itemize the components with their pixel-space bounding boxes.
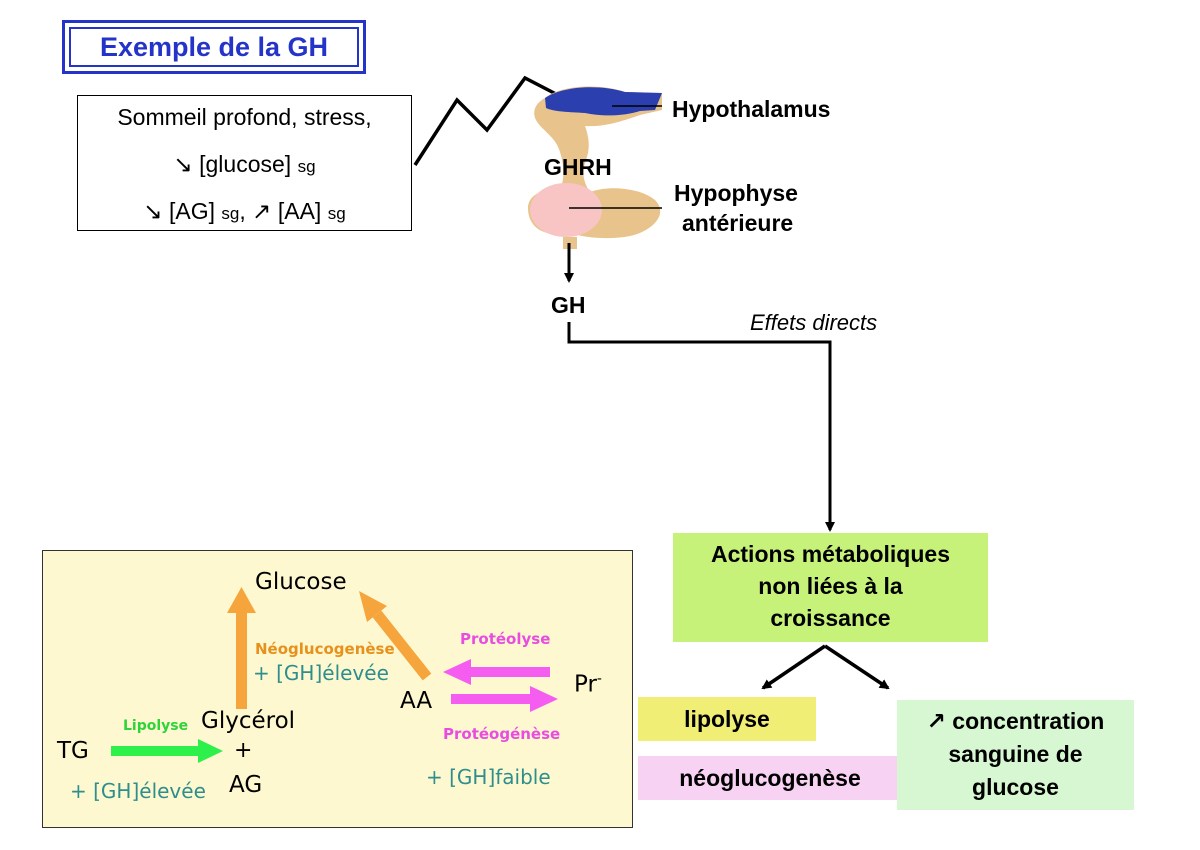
zigzag-signal-arrow — [413, 75, 585, 166]
pathway-arrows — [111, 587, 558, 763]
anterieure-label: antérieure — [682, 210, 794, 236]
aa-to-glucose-arrow — [359, 591, 432, 681]
hypophyse-label: Hypophyse — [674, 180, 798, 206]
gh-faible-label: + [GH]faible — [426, 765, 551, 789]
lipolyse-path-label: Lipolyse — [123, 718, 189, 734]
concentration-line-2: sanguine de — [948, 741, 1083, 767]
glycerol-label: Glycérol — [201, 708, 296, 734]
glycerol-to-glucose-arrow — [227, 587, 256, 709]
trigger-line-3: ↘ [AG] sg, ↗ [AA] sg — [143, 198, 346, 224]
trigger-line-1: Sommeil profond, stress, — [117, 104, 372, 130]
plus-sign: + — [234, 738, 253, 763]
aa-label: AA — [400, 688, 433, 714]
proteogenese-label: Protéogénèse — [443, 725, 561, 743]
pr-label: Pr- — [574, 671, 602, 698]
glucose-label: Glucose — [255, 569, 347, 595]
gh-to-actions-arrow — [567, 322, 835, 532]
gh-elevee-label-1: + [GH]élevée — [253, 661, 389, 685]
metabolic-line-1: Actions métaboliques — [711, 541, 950, 567]
ghrh-label: GHRH — [544, 154, 612, 180]
concentration-line-1: ↗ concentration — [926, 708, 1105, 734]
neoglucogenese-box: néoglucogenèse — [638, 756, 902, 800]
title-box: Exemple de la GH — [62, 20, 366, 74]
effets-directs-label: Effets directs — [750, 310, 878, 335]
hypothalamus-label: Hypothalamus — [672, 96, 831, 122]
proteolyse-label: Protéolyse — [460, 630, 551, 648]
metabolic-line-2: non liées à la — [758, 573, 903, 599]
proteogenese-arrow — [451, 686, 558, 712]
concentration-line-3: glucose — [972, 774, 1059, 800]
metabolic-line-3: croissance — [770, 605, 891, 631]
actions-to-lipolyse-arrow — [761, 644, 826, 690]
lipolyse-box: lipolyse — [638, 697, 816, 741]
pituitary-illustration — [528, 86, 662, 249]
lipolyse-label: lipolyse — [684, 705, 770, 732]
proteolyse-arrow — [443, 659, 550, 685]
actions-to-concentration-arrow — [824, 644, 890, 690]
ag-label: AG — [229, 772, 263, 798]
glucose-concentration-box: ↗ concentration sanguine de glucose — [897, 700, 1134, 810]
gh-label: GH — [551, 292, 586, 318]
metabolic-actions-box: Actions métaboliques non liées à la croi… — [673, 533, 988, 642]
tg-label: TG — [57, 738, 89, 764]
lipolyse-arrow — [111, 739, 223, 763]
neoglucogenese-label: néoglucogenèse — [679, 764, 861, 791]
gh-elevee-label-2: + [GH]élevée — [70, 779, 206, 803]
trigger-box: Sommeil profond, stress, ↘ [glucose] sg … — [77, 95, 412, 231]
neoglucogenese-path-label: Néoglucogenèse — [255, 640, 395, 658]
diagram-title: Exemple de la GH — [99, 31, 329, 62]
metabolic-pathway-panel: Glucose Néoglucogenèse + [GH]élevée Prot… — [42, 550, 633, 828]
trigger-line-2: ↘ [glucose] sg — [173, 151, 316, 177]
